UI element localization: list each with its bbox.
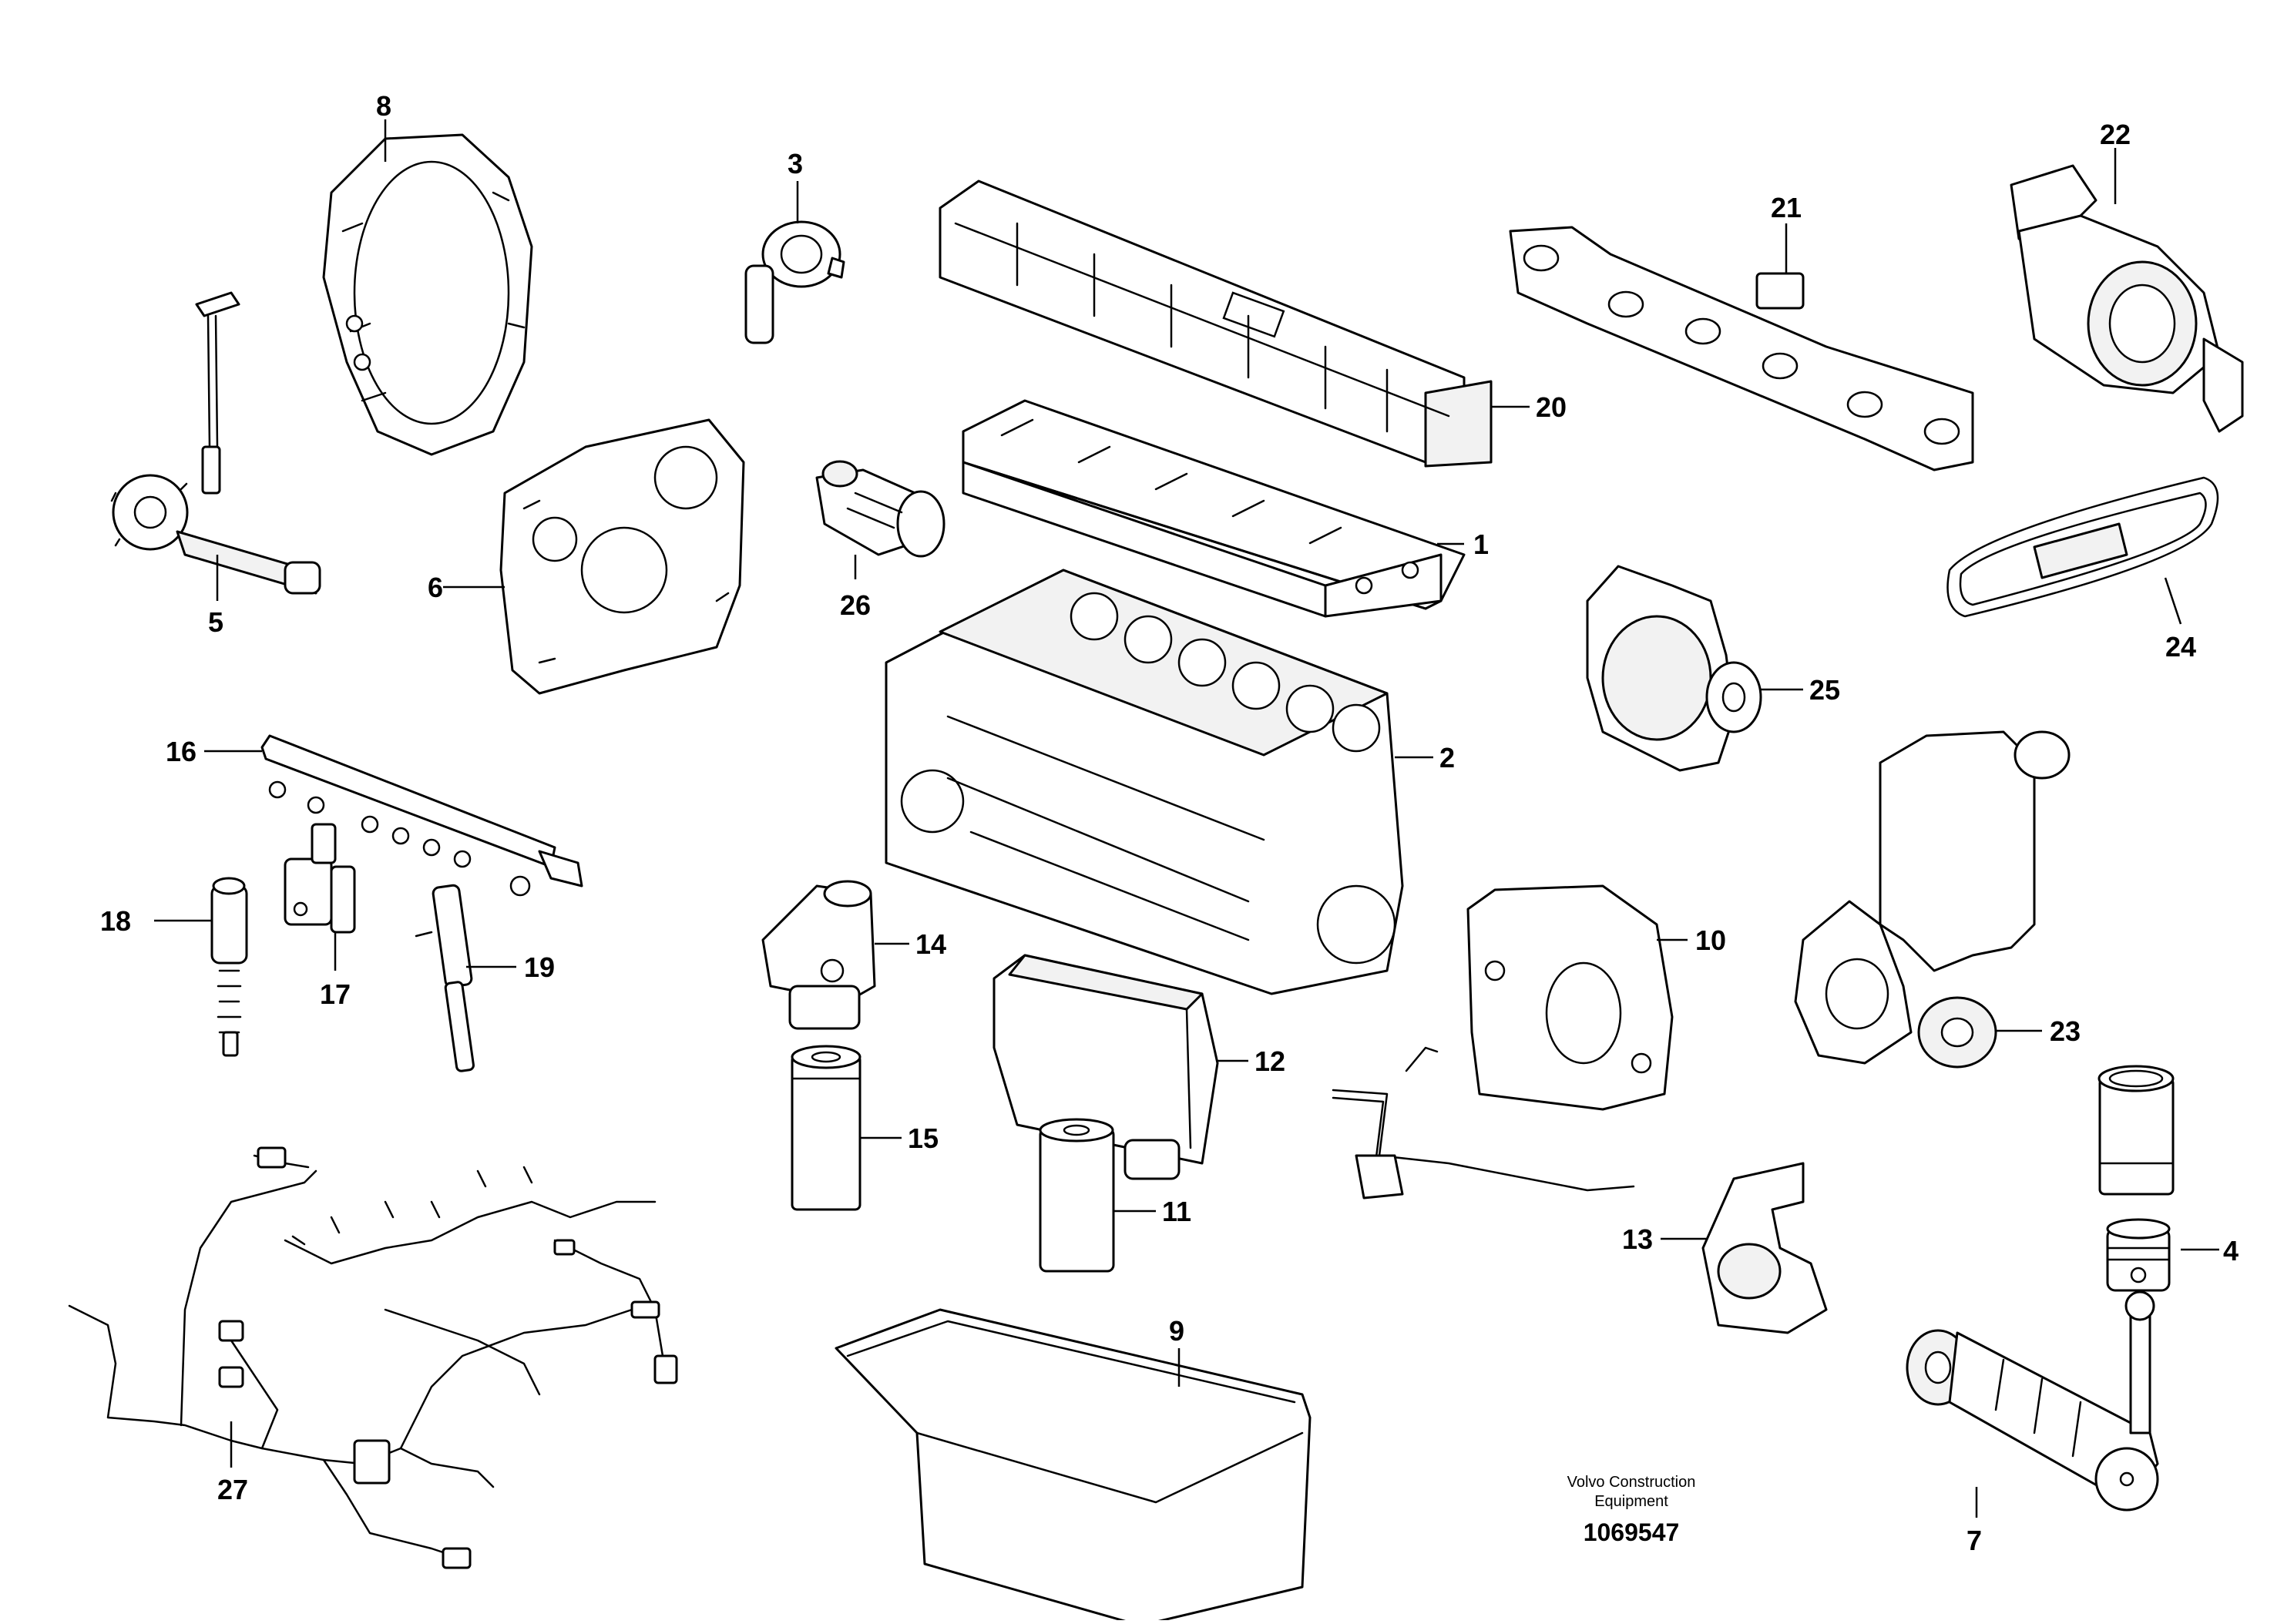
callout-19: 19	[524, 951, 555, 983]
callout-16: 16	[166, 736, 196, 767]
part-fuel-rail	[260, 734, 583, 897]
part-oil-cooler	[992, 954, 1219, 1180]
part-pump-unit	[210, 877, 248, 1057]
part-wiring-harness	[68, 1146, 678, 1569]
document-number: 1069547	[1584, 1518, 1680, 1546]
callout-18: 18	[100, 905, 131, 937]
part-secondary-filter	[1039, 1118, 1115, 1273]
part-timing-cover	[499, 418, 745, 695]
callout-20: 20	[1536, 391, 1567, 423]
part-cylinder-head	[962, 399, 1466, 618]
callout-5: 5	[208, 606, 223, 638]
part-oil-pan	[835, 1308, 1312, 1624]
callout-1: 1	[1473, 528, 1489, 560]
credit-block: Volvo Construction Equipment 1069547	[1567, 1474, 1696, 1546]
callout-14: 14	[915, 928, 946, 960]
part-flywheel-housing	[322, 133, 533, 456]
callout-27: 27	[217, 1474, 248, 1505]
part-camshaft	[110, 291, 321, 595]
leader-lines	[154, 119, 2219, 1518]
part-exhaust-manifold	[1509, 226, 1974, 471]
callout-22: 22	[2100, 119, 2131, 150]
callout-25: 25	[1809, 674, 1840, 706]
part-alternator	[1586, 565, 1762, 772]
part-coolant-pump	[1794, 730, 2071, 1069]
callout-9: 9	[1169, 1315, 1184, 1347]
part-mount-bracket	[1701, 1162, 1828, 1334]
part-filter-housing	[761, 880, 876, 1030]
callout-24: 24	[2165, 631, 2196, 663]
part-oil-pump	[1466, 884, 1674, 1111]
part-turbocharger	[2010, 164, 2244, 433]
part-starter-motor	[815, 460, 945, 558]
callout-17: 17	[320, 978, 351, 1010]
part-crankshaft	[1906, 1290, 2159, 1512]
part-solenoid	[744, 220, 845, 344]
callout-26: 26	[840, 589, 871, 621]
part-drive-belt	[1946, 476, 2219, 618]
part-injector	[415, 884, 475, 1072]
credit-line-1: Volvo Construction	[1567, 1474, 1696, 1491]
callout-23: 23	[2050, 1015, 2081, 1047]
part-valve-cover	[939, 180, 1493, 468]
callout-13: 13	[1622, 1223, 1653, 1255]
callout-2: 2	[1439, 742, 1455, 773]
part-suction-pipe	[1332, 1046, 1635, 1200]
callout-8: 8	[376, 90, 391, 122]
part-engine-block	[885, 569, 1404, 995]
callout-4: 4	[2223, 1235, 2239, 1267]
callout-3: 3	[788, 148, 803, 180]
callout-21: 21	[1771, 192, 1802, 223]
callout-11: 11	[1162, 1196, 1191, 1227]
callout-labels: 1 2 3 4 5 6 7 8 9 10 11 12 13 14 15 16 1…	[100, 90, 2239, 1556]
credit-line-2: Equipment	[1594, 1493, 1668, 1510]
callout-15: 15	[908, 1122, 939, 1154]
part-oil-filter	[791, 1045, 862, 1211]
part-liner-piston	[2098, 1065, 2175, 1292]
part-pressure-valve	[284, 823, 356, 934]
callout-10: 10	[1695, 924, 1726, 956]
callout-7: 7	[1967, 1525, 1982, 1556]
callout-6: 6	[428, 572, 443, 603]
callout-12: 12	[1254, 1045, 1285, 1077]
